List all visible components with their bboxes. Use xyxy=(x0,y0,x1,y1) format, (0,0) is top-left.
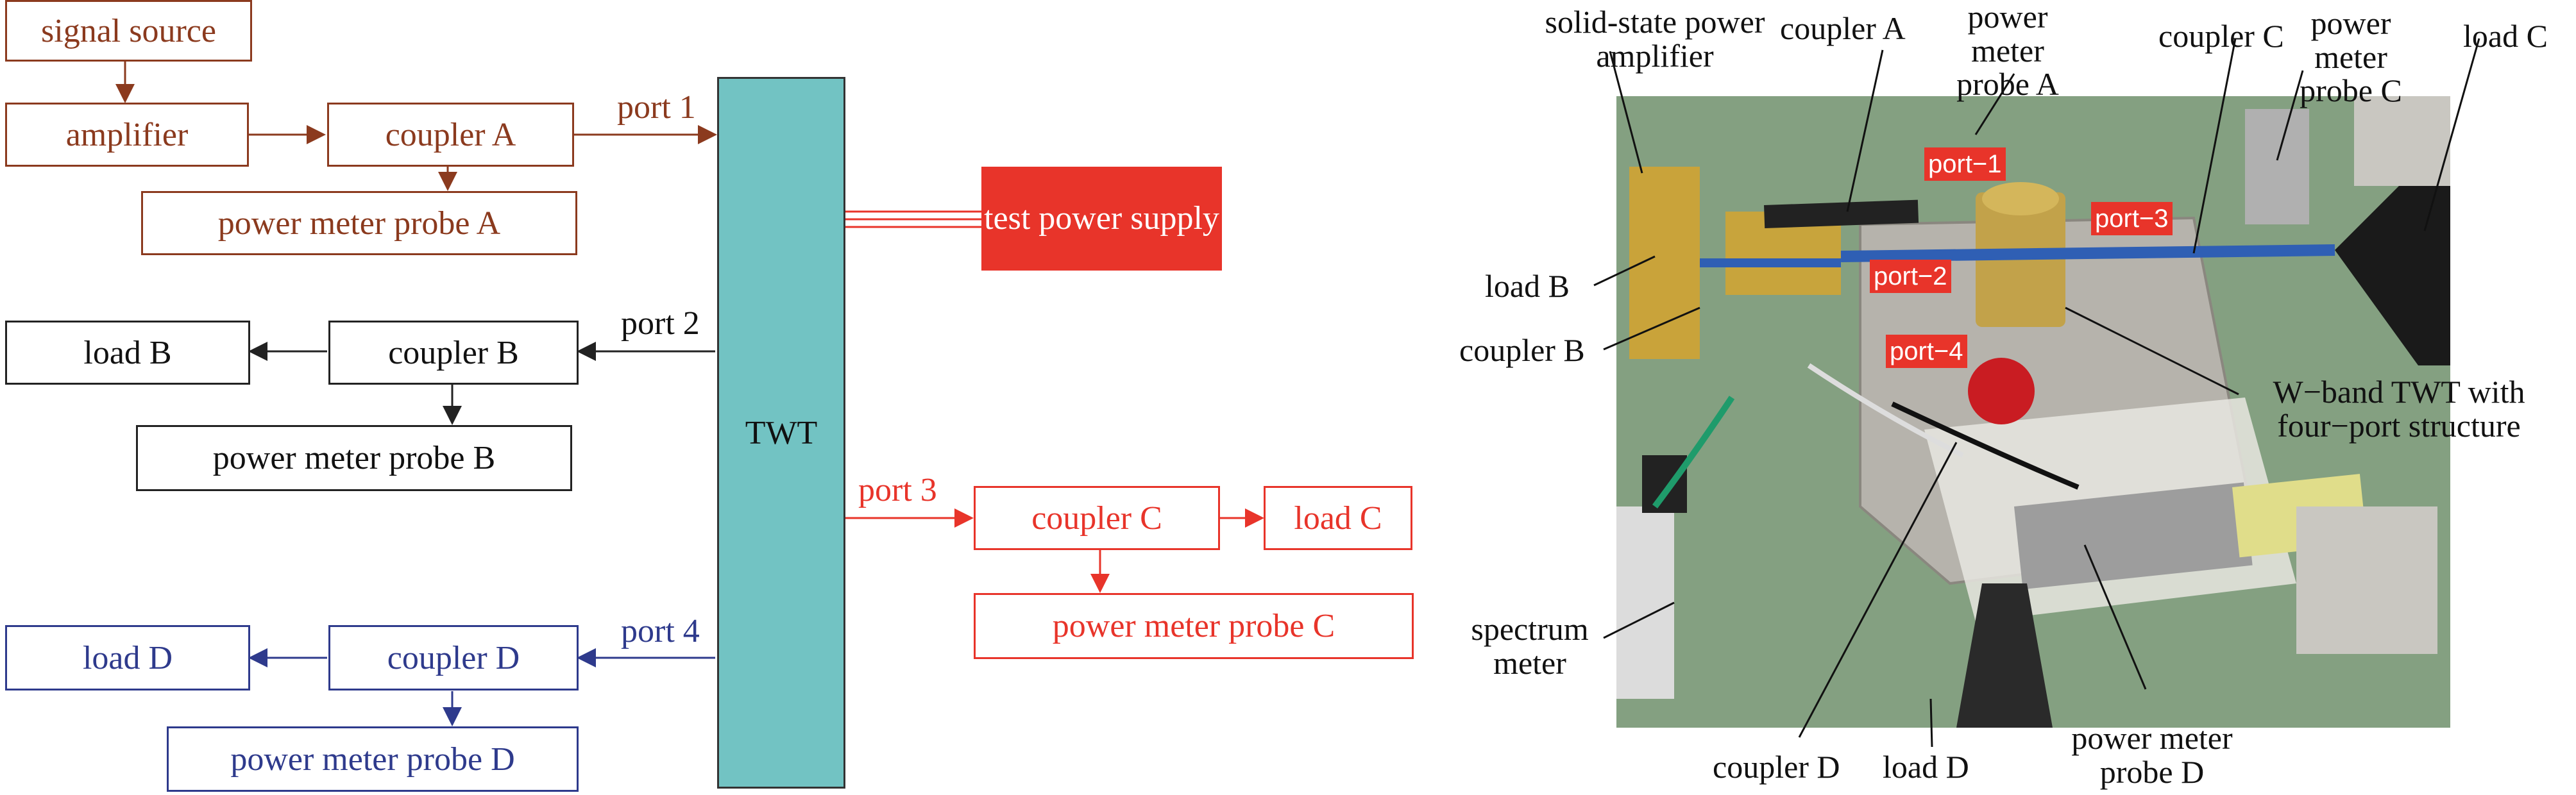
coupler-b-block: coupler B xyxy=(328,321,579,385)
load-d-block: load D xyxy=(5,625,250,690)
twt-block: TWT xyxy=(717,77,845,789)
tag-port-4: port−4 xyxy=(1886,335,1967,368)
photo-label-coupler-b: coupler B xyxy=(1459,332,1585,368)
photo-label-spectrum: spectrum meter xyxy=(1471,611,1589,681)
photo-label-coupler-c: coupler C xyxy=(2158,18,2284,54)
test-power-supply-block: test power supply xyxy=(981,167,1222,271)
load-b-block: load B xyxy=(5,321,250,385)
port-4-label: port 4 xyxy=(621,613,700,649)
photo-illustration xyxy=(1616,96,2450,728)
signal-source-block: signal source xyxy=(5,0,252,62)
probe-b-block: power meter probe B xyxy=(136,425,572,491)
amplifier-block: amplifier xyxy=(5,103,249,167)
probe-d-block: power meter probe D xyxy=(167,726,579,792)
port-2-label: port 2 xyxy=(621,305,700,342)
photo-label-load-d: load D xyxy=(1883,749,1969,785)
probe-a-block: power meter probe A xyxy=(141,191,577,255)
load-c-block: load C xyxy=(1264,486,1412,550)
test-setup-photo: port−1 port−3 port−2 port−4 xyxy=(1616,96,2450,728)
photo-label-coupler-a: coupler A xyxy=(1780,10,1906,46)
photo-label-amplifier: solid-state power amplifier xyxy=(1545,4,1765,74)
coupler-d-block: coupler D xyxy=(328,625,579,690)
photo-label-probe-c: power meter probe C xyxy=(2300,5,2402,108)
photo-label-load-c: load C xyxy=(2463,18,2548,54)
photo-label-probe-d: power meter probe D xyxy=(2071,720,2233,790)
tag-port-2: port−2 xyxy=(1870,260,1951,293)
coupler-c-block: coupler C xyxy=(974,486,1220,550)
tag-port-1: port−1 xyxy=(1924,147,2006,181)
port-3-label: port 3 xyxy=(858,472,937,508)
coupler-a-block: coupler A xyxy=(327,103,574,167)
port-1-label: port 1 xyxy=(617,89,696,126)
probe-c-block: power meter probe C xyxy=(974,593,1414,659)
photo-label-twt: W−band TWT with four−port structure xyxy=(2273,374,2525,444)
photo-label-load-b: load B xyxy=(1485,268,1570,304)
tag-port-3: port−3 xyxy=(2091,202,2173,235)
photo-label-coupler-d: coupler D xyxy=(1713,749,1840,785)
photo-label-probe-a: power meter probe A xyxy=(1956,0,2059,102)
